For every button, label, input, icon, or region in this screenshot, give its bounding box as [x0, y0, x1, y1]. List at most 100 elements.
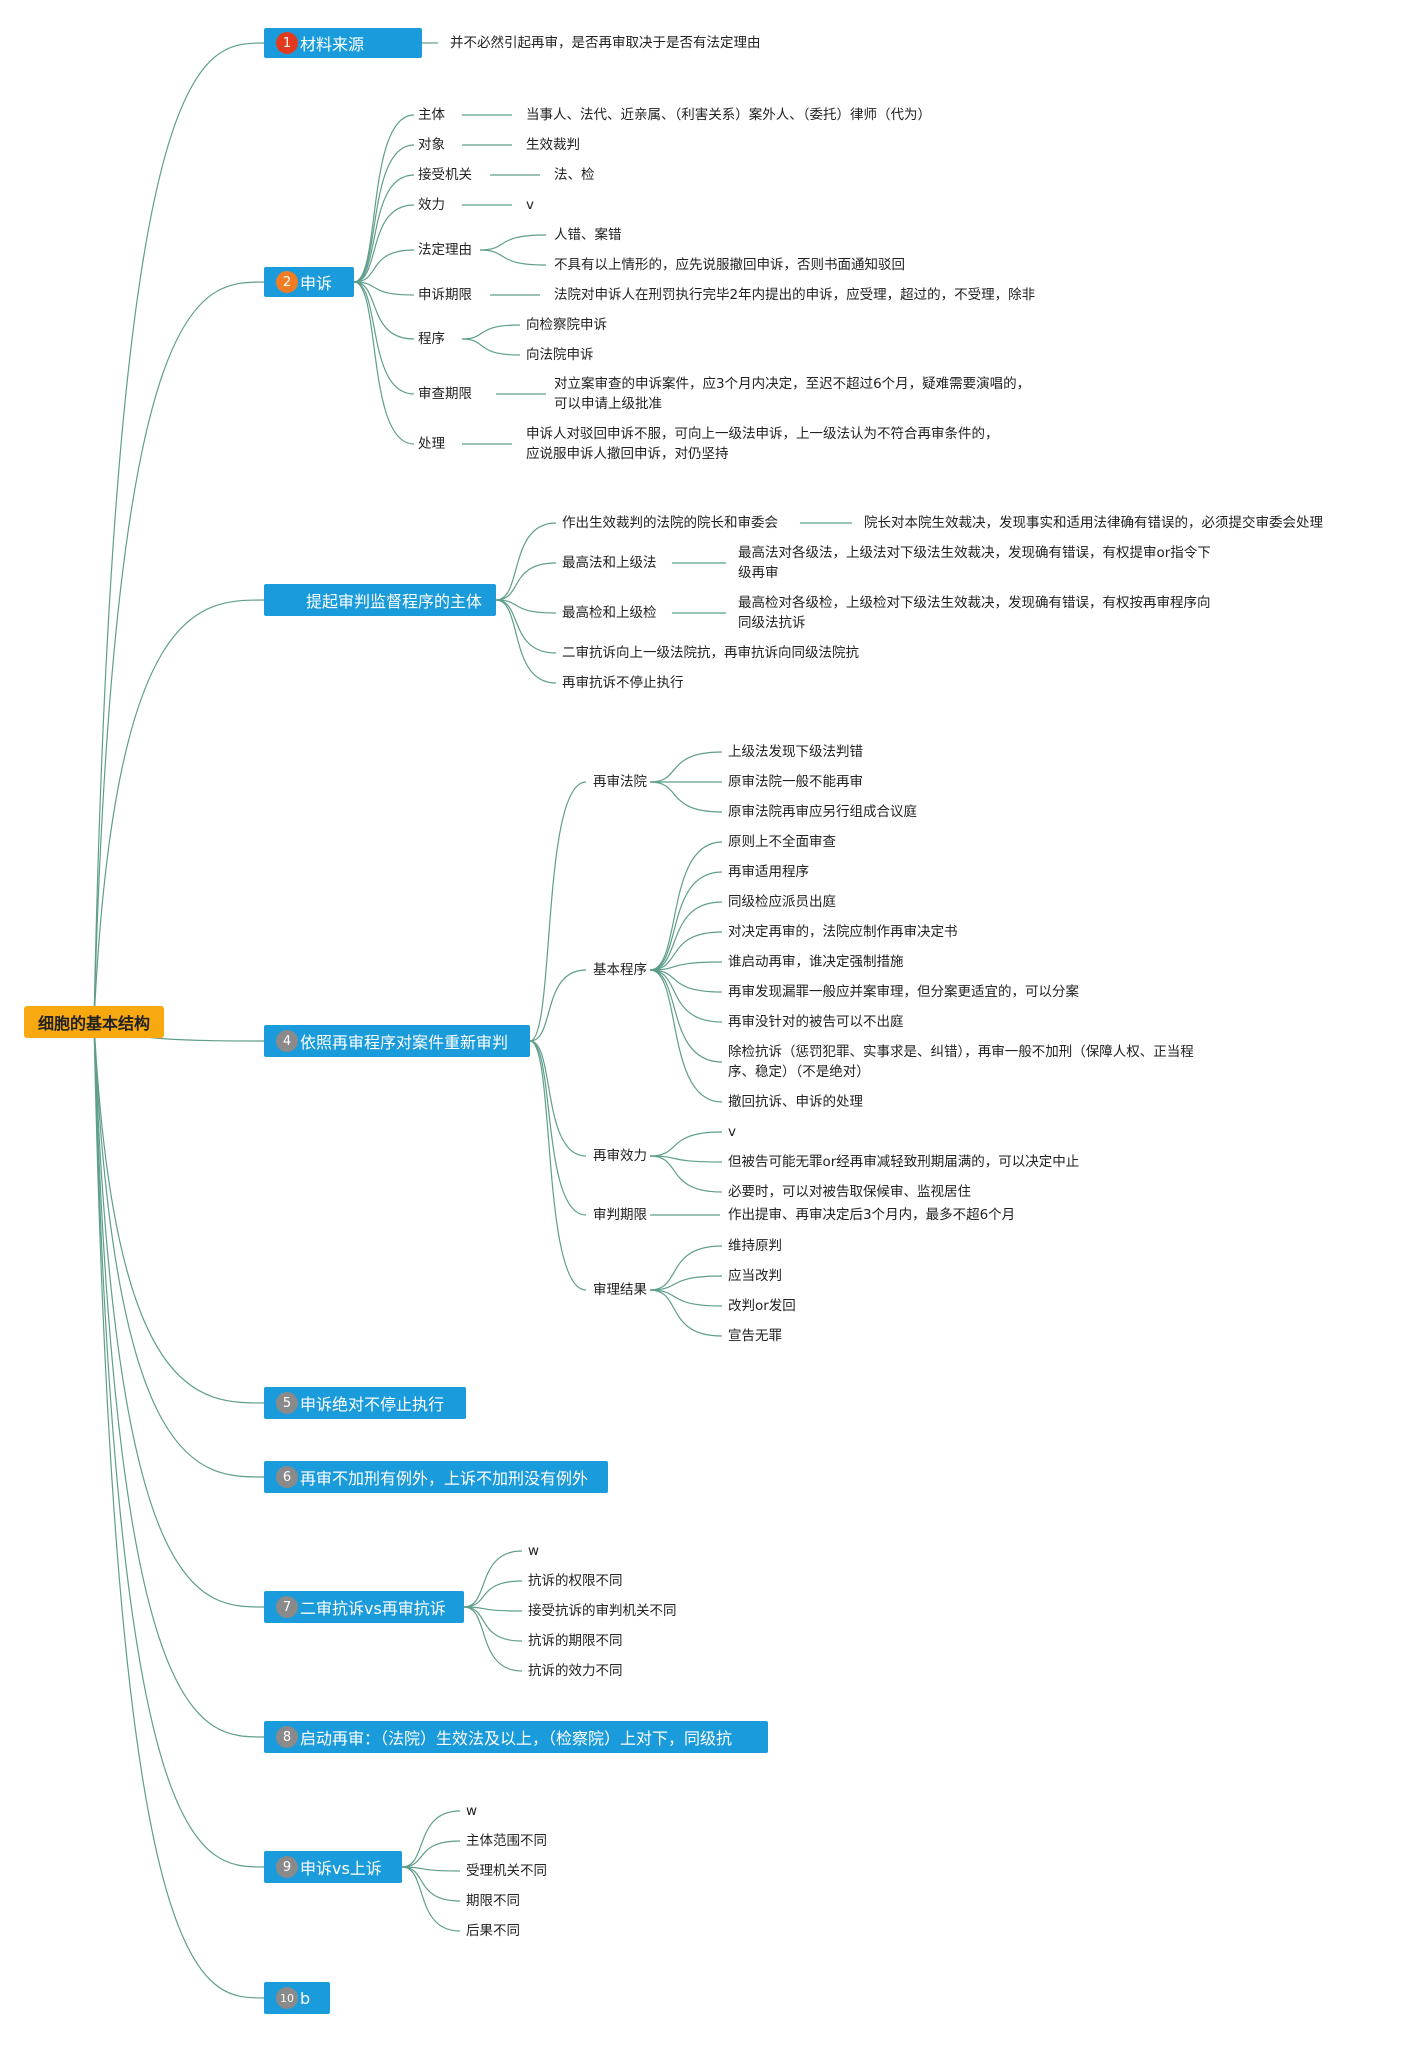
t4-group-court: 再审法院: [593, 774, 647, 790]
t7-item-3: 接受抗诉的审判机关不同: [528, 1603, 677, 1619]
t4-basic-9: 撤回抗诉、申诉的处理: [728, 1094, 863, 1110]
connector-curve: [649, 969, 723, 1103]
root-label: 细胞的基本结构: [37, 1014, 150, 1033]
connector-curve: [461, 324, 521, 340]
topic-7[interactable]: 7 二审抗诉vs再审抗诉: [264, 1591, 464, 1623]
t3-item-no-stay: 再审抗诉不停止执行: [562, 675, 684, 691]
number-badge-icon: 2: [276, 271, 298, 293]
t2-organ-detail: 法、检: [554, 167, 595, 183]
topic-label: 启动再审：（法院）生效法及以上，（检察院）上对下，同级抗: [300, 1729, 733, 1748]
t2-item-organ: 接受机关: [418, 167, 472, 183]
connector-curve: [649, 751, 723, 783]
t4-basic-1: 原则上不全面审查: [728, 834, 836, 850]
number-badge-icon: 10: [276, 1987, 298, 2009]
t4-basic-3: 同级检应派员出庭: [728, 894, 836, 910]
connector-curve: [649, 1289, 723, 1337]
connector-curve: [649, 1245, 723, 1291]
t7-item-4: 抗诉的期限不同: [528, 1633, 623, 1649]
connector-curve: [649, 901, 723, 971]
connector-curve: [93, 1021, 265, 1404]
connector-curve: [353, 144, 415, 283]
topic-8[interactable]: 8 启动再审：（法院）生效法及以上，（检察院）上对下，同级抗: [264, 1721, 768, 1753]
connector-curve: [93, 1021, 265, 1478]
connector-curve: [401, 1840, 461, 1868]
topic-label: 二审抗诉vs再审抗诉: [300, 1599, 446, 1618]
t1-note: 并不必然引起再审，是否再审取决于是否有法定理由: [450, 35, 761, 51]
connector-curve: [495, 562, 557, 601]
t2-reason-2: 不具有以上情形的，应先说服撤回申诉，否则书面通知驳回: [554, 257, 905, 273]
topic-1[interactable]: 1 材料来源: [264, 28, 422, 58]
t3-item-second-instance: 二审抗诉向上一级法院抗，再审抗诉向同级法院抗: [562, 645, 859, 661]
connector-curve: [353, 114, 415, 283]
t4-period-detail: 作出提审、再审决定后3个月内，最多不超6个月: [728, 1207, 1016, 1223]
t4-effect-1: v: [728, 1124, 736, 1140]
topic-10[interactable]: 10 b: [264, 1982, 330, 2014]
connector-curve: [649, 969, 723, 993]
t4-court-3: 原审法院再审应另行组成合议庭: [728, 804, 917, 820]
connector-curve: [529, 969, 587, 1042]
number-badge-icon: 1: [276, 32, 298, 54]
connector-curve: [649, 871, 723, 971]
topic-5[interactable]: 5 申诉绝对不停止执行: [264, 1387, 466, 1419]
connector-curve: [93, 599, 265, 1023]
topic-6[interactable]: 6 再审不加刑有例外，上诉不加刑没有例外: [264, 1461, 608, 1493]
connector-curve: [649, 969, 723, 1063]
t3-supreme-proc-line-1: 最高检对各级检，上级检对下级法生效裁决，发现确有错误，有权按再审程序向: [738, 595, 1211, 611]
t4-group-period: 审判期限: [593, 1207, 647, 1223]
t2-review-line-2: 可以申请上级批准: [554, 396, 662, 412]
connector-curve: [353, 281, 415, 340]
t2-item-object: 对象: [418, 137, 445, 153]
topic-3[interactable]: 提起审判监督程序的主体: [264, 584, 496, 616]
connector-curve: [529, 1040, 587, 1291]
number-badge-icon: 8: [276, 1726, 298, 1748]
connector-curve: [495, 522, 557, 601]
t4-court-2: 原审法院一般不能再审: [728, 774, 863, 790]
t3-supreme-court-line-2: 级再审: [738, 565, 779, 581]
connector-curve: [353, 281, 415, 296]
t2-handling-line-1: 申诉人对驳回申诉不服，可向上一级法申诉，上一级法认为不符合再审条件的，: [526, 426, 999, 442]
t3-supreme-proc-line-2: 同级法抗诉: [738, 615, 806, 631]
connector-curve: [93, 281, 265, 1023]
connector-curve: [461, 338, 521, 356]
t4-group-result: 审理结果: [593, 1282, 647, 1298]
topic-label: 申诉绝对不停止执行: [300, 1395, 445, 1414]
connector-curve: [479, 249, 547, 266]
connector-curve: [353, 204, 415, 283]
topic-label: 再审不加刑有例外，上诉不加刑没有例外: [300, 1469, 589, 1488]
t4-court-1: 上级法发现下级法判错: [728, 744, 863, 760]
t2-item-handling: 处理: [418, 436, 445, 452]
topic-2[interactable]: 2 申诉: [264, 267, 354, 297]
connector-curve: [463, 1606, 523, 1612]
connector-curve: [649, 969, 723, 1023]
t2-item-period: 申诉期限: [418, 287, 472, 303]
topic-label: 提起审判监督程序的主体: [306, 592, 483, 611]
number-badge-icon: 5: [276, 1392, 298, 1414]
t2-object-detail: 生效裁判: [526, 137, 580, 153]
connector-curve: [93, 1021, 265, 1738]
connector-curve: [649, 1155, 723, 1163]
t2-procedure-2: 向法院申诉: [526, 347, 594, 363]
topic-9[interactable]: 9 申诉vs上诉: [264, 1851, 402, 1883]
t2-item-reasons: 法定理由: [418, 242, 472, 258]
topic-4[interactable]: 4 依照再审程序对案件重新审判: [264, 1025, 530, 1057]
t2-item-review: 审查期限: [418, 386, 472, 402]
t3-president-detail: 院长对本院生效裁决，发现事实和适用法律确有错误的，必须提交审委会处理: [864, 515, 1323, 531]
t4-result-3: 改判or发回: [728, 1298, 796, 1314]
t4-basic-7: 再审没针对的被告可以不出庭: [728, 1014, 904, 1030]
connector-curve: [649, 841, 723, 971]
connector-curve: [353, 281, 415, 395]
t4-result-1: 维持原判: [728, 1238, 782, 1254]
topic-label: 材料来源: [300, 35, 365, 54]
t9-item-4: 期限不同: [466, 1893, 520, 1909]
root-node[interactable]: 细胞的基本结构: [24, 1006, 164, 1038]
t2-handling-line-2: 应说服申诉人撤回申诉，对仍坚持: [526, 446, 729, 462]
t4-basic-5: 谁启动再审，谁决定强制措施: [728, 954, 904, 970]
connector-curve: [649, 1275, 723, 1291]
t4-group-effect: 再审效力: [593, 1148, 647, 1164]
connector-curve: [479, 234, 547, 251]
t3-supreme-court-line-1: 最高法对各级法，上级法对下级法生效裁决，发现确有错误，有权提审or指令下: [738, 545, 1211, 561]
t3-item-supreme-court: 最高法和上级法: [562, 555, 657, 571]
t4-basic-4: 对决定再审的，法院应制作再审决定书: [728, 924, 958, 940]
